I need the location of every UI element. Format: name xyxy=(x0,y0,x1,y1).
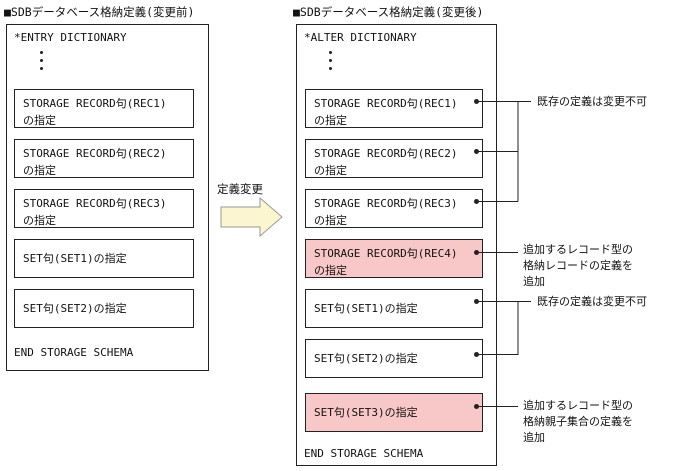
transition-arrow-icon xyxy=(220,197,283,237)
note-existing-records: 既存の定義は変更不可 xyxy=(537,95,647,108)
before-record-rec1: STORAGE RECORD句(REC1) の指定 xyxy=(14,89,194,128)
connector-dot-rec4 xyxy=(474,250,479,255)
note-new-set: 追加するレコード型の 格納親子集合の定義を 追加 xyxy=(523,399,633,444)
after-set-set2: SET句(SET2)の指定 xyxy=(305,339,483,378)
connector-dot-rec2 xyxy=(474,149,479,154)
note-existing-sets: 既存の定義は変更不可 xyxy=(537,295,647,308)
after-header: *ALTER DICTIONARY xyxy=(304,31,417,44)
before-record-rec2: STORAGE RECORD句(REC2) の指定 xyxy=(14,139,194,178)
before-set-set2: SET句(SET2)の指定 xyxy=(14,289,194,328)
connector-dot-set3 xyxy=(474,404,479,409)
before-ellipsis xyxy=(40,51,46,75)
before-title: ■SDBデータベース格納定義(変更前) xyxy=(4,5,195,19)
before-header: *ENTRY DICTIONARY xyxy=(14,31,127,44)
connector-dot-rec3 xyxy=(474,199,479,204)
after-footer: END STORAGE SCHEMA xyxy=(304,447,424,460)
after-set-set1: SET句(SET1)の指定 xyxy=(305,289,483,328)
after-record-rec3: STORAGE RECORD句(REC3) の指定 xyxy=(305,189,483,228)
after-record-rec1: STORAGE RECORD句(REC1) の指定 xyxy=(305,89,483,128)
after-record-rec2: STORAGE RECORD句(REC2) の指定 xyxy=(305,139,483,178)
connector-dot-set2 xyxy=(474,352,479,357)
after-title: ■SDBデータベース格納定義(変更後) xyxy=(293,5,484,19)
note-new-record: 追加するレコード型の 格納レコードの定義を 追加 xyxy=(523,243,633,288)
before-footer: END STORAGE SCHEMA xyxy=(14,346,134,359)
after-record-rec4-added: STORAGE RECORD句(REC4) の指定 xyxy=(305,239,483,278)
before-record-rec3: STORAGE RECORD句(REC3) の指定 xyxy=(14,189,194,228)
connector-dot-set1 xyxy=(474,299,479,304)
connector-dot-rec1 xyxy=(474,99,479,104)
after-set-set3-added: SET句(SET3)の指定 xyxy=(305,393,483,432)
after-ellipsis xyxy=(329,51,335,75)
transition-label: 定義変更 xyxy=(217,182,263,196)
before-set-set1: SET句(SET1)の指定 xyxy=(14,239,194,278)
